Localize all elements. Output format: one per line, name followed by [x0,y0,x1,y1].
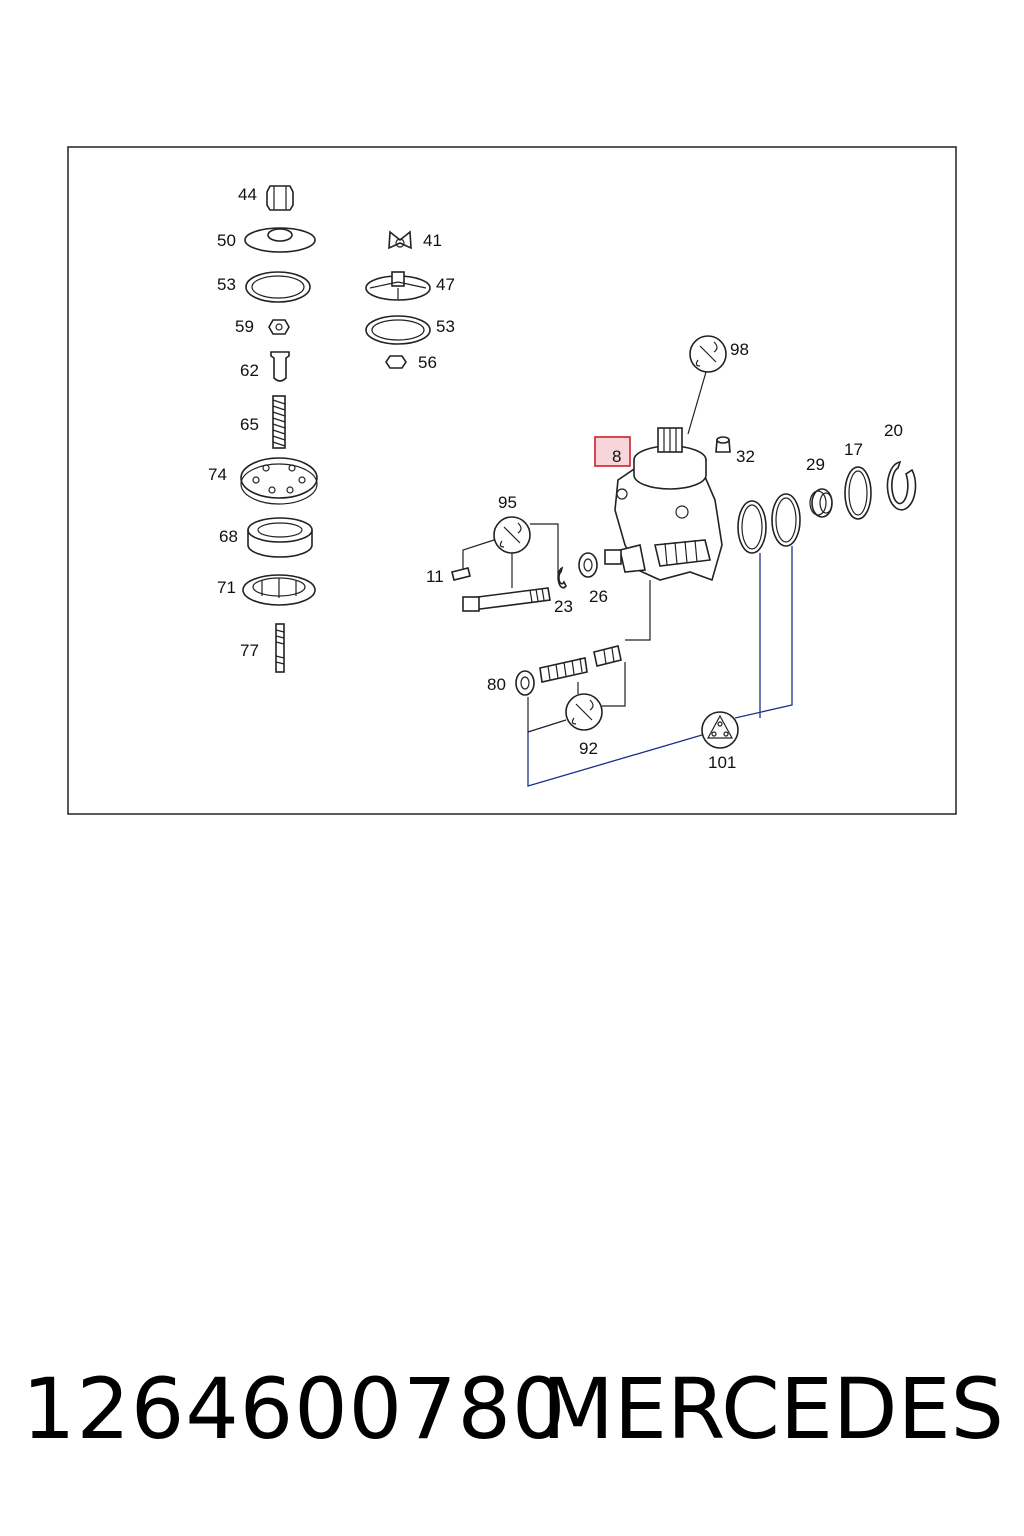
part-62-pin [270,351,290,382]
part-59-nut [268,319,290,335]
part-47-cap [365,271,431,301]
part-17-snap-ring [844,466,872,520]
part-56-nut [385,355,407,369]
footer: 1264600780 MERCEDES [0,1360,1024,1470]
callout-41: 41 [423,231,442,250]
callout-62: 62 [240,361,259,380]
part-32-plug [715,436,731,453]
part-74-plate [240,457,318,505]
callout-71: 71 [217,578,236,597]
callout-17: 17 [844,440,863,459]
part-71-retainer [242,574,316,606]
callout-80: 80 [487,675,506,694]
part-11-key [451,567,471,581]
callout-26: 26 [589,587,608,606]
callout-8-highlight [594,436,631,467]
part-44-nut [266,185,294,211]
part-o-rings [737,493,801,554]
wrench-icon-92 [565,693,603,731]
callout-59: 59 [235,317,254,336]
callout-101: 101 [708,753,736,772]
callout-53-left: 53 [217,275,236,294]
part-8-steering-gear-housing [604,427,723,582]
part-77-stud [275,623,285,673]
part-50-washer [244,227,316,253]
callout-74: 74 [208,465,227,484]
callout-95: 95 [498,493,517,512]
part-26-seal [578,552,598,578]
callout-65: 65 [240,415,259,434]
wrench-icon-95 [493,516,531,554]
part-68-bushing [247,517,313,558]
callout-68: 68 [219,527,238,546]
part-valve-plug [593,645,622,667]
callout-32: 32 [736,447,755,466]
callout-44: 44 [238,185,257,204]
callout-29: 29 [806,455,825,474]
callout-8: 8 [612,447,621,466]
part-65-spring [272,395,286,449]
part-number: 1264600780 [22,1360,567,1458]
part-53-seal [365,315,431,345]
callout-47: 47 [436,275,455,294]
callout-56: 56 [418,353,437,372]
part-80-seal [515,670,535,696]
part-41-wing-nut [388,230,412,250]
part-spring-valve [539,657,588,683]
callout-98: 98 [730,340,749,359]
part-23-retaining-ring [557,566,567,589]
exploded-parts-diagram: 44 50 53 59 62 65 74 68 [67,146,957,815]
part-53-ring [245,271,311,303]
wrench-icon-98 [689,335,727,373]
callout-23: 23 [554,597,573,616]
callout-50: 50 [217,231,236,250]
part-20-circlip [886,460,917,511]
brand-name: MERCEDES [541,1360,1004,1458]
seal-kit-icon-101 [701,711,739,749]
callout-77: 77 [240,641,259,660]
part-29-spring [809,488,833,518]
callout-53-middle: 53 [436,317,455,336]
callout-11: 11 [426,567,444,586]
diagram-frame [67,146,957,815]
callout-20: 20 [884,421,903,440]
part-shaft [462,587,551,612]
callout-92: 92 [579,739,598,758]
